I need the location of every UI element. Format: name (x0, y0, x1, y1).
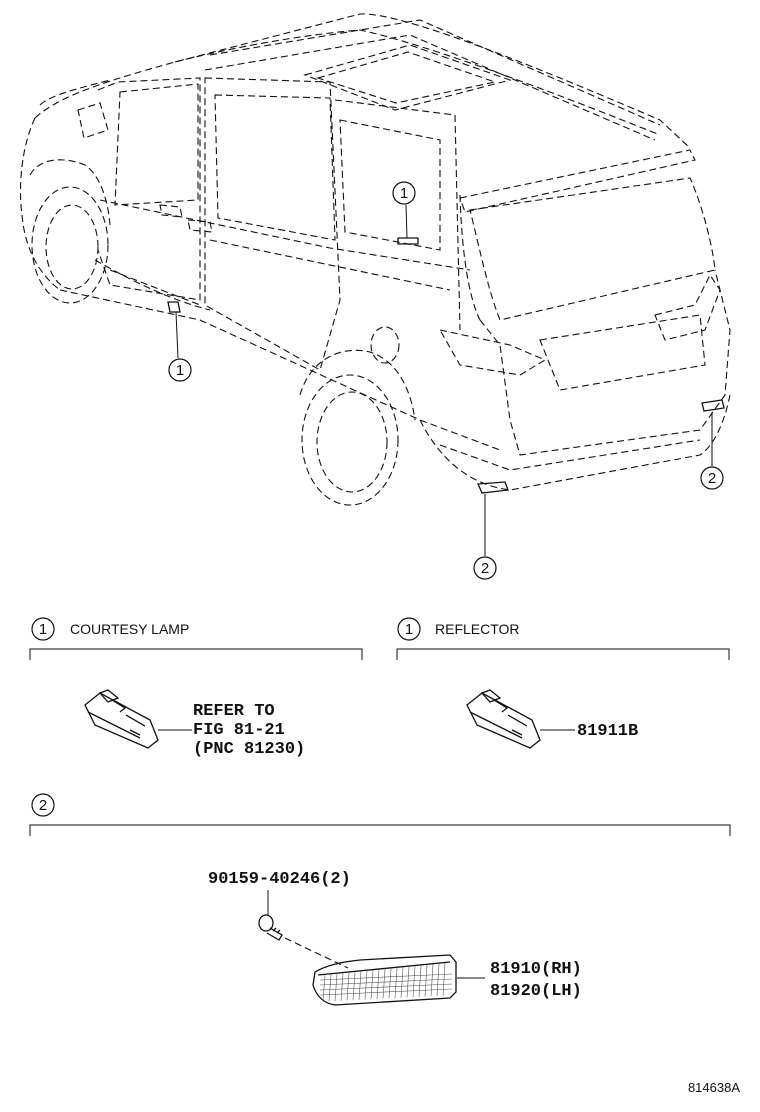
lens-hatch-line (346, 972, 350, 1001)
lens-hatch-line (319, 983, 453, 991)
reflector-lamp-drawing (466, 689, 541, 749)
section-number: 1 (405, 621, 413, 638)
lens-hatch-line (424, 965, 428, 997)
callout-courtesy-window: 1 (392, 181, 416, 205)
lens-hatch-line (388, 968, 392, 999)
svg-text:1: 1 (400, 185, 408, 202)
lens-hatch-line (418, 965, 422, 997)
lens-hatch-line (358, 971, 362, 1000)
section-number-circle (31, 793, 55, 817)
lens-hatch-line (376, 969, 380, 999)
figure-code: 814638A (688, 1080, 740, 1095)
lens-hatch-line (400, 967, 404, 998)
section-reflector: 1 REFLECTOR 81911B (396, 617, 730, 749)
section-number-circle (31, 617, 55, 641)
vehicle-illustration (19, 13, 731, 506)
lens-hatch-line (364, 971, 368, 1000)
lens-hatch-line (319, 978, 453, 986)
lens-hatch-line (328, 974, 332, 1002)
section-number-circle (397, 617, 421, 641)
lens-hatch-line (352, 972, 356, 1001)
section-bracket (29, 648, 363, 660)
callout-courtesy-left: 1 (168, 358, 192, 382)
lens-hatch-line (319, 988, 453, 996)
section-title: COURTESY LAMP (70, 621, 189, 637)
lens-hatch-line (370, 970, 374, 1000)
svg-text:2: 2 (481, 560, 489, 577)
leader-courtesy-left (175, 311, 179, 359)
lens-hatch-line (430, 964, 434, 997)
lens-hatch-line (382, 969, 386, 999)
lens-hatch-line (412, 966, 416, 998)
section-bracket (29, 824, 731, 836)
lens-hatch-line (322, 975, 326, 1002)
courtesy-ref-line1: REFER TO (193, 702, 275, 721)
side-reflector-drawing (312, 954, 457, 1006)
lens-hatch-line (406, 966, 410, 998)
part-number-reflector-lh: 81920(LH) (490, 982, 582, 1001)
part-number-reflector-lamp: 81911B (577, 722, 638, 741)
svg-text:1: 1 (176, 362, 184, 379)
courtesy-lamp-drawing (84, 689, 159, 749)
screw-drawing (258, 914, 283, 941)
part-number-reflector-rh: 81910(RH) (490, 960, 582, 979)
section-number: 1 (39, 621, 47, 638)
lens-hatch-line (340, 973, 344, 1001)
courtesy-ref-line3: (PNC 81230) (193, 740, 305, 759)
section-courtesy-lamp: 1 COURTESY LAMP REFER TO FIG 81-21 (PNC … (29, 617, 363, 759)
lens-hatch-line (394, 968, 398, 999)
section-number: 2 (39, 797, 47, 814)
lens-hatch-line (319, 973, 453, 981)
callout-reflector-right: 2 (700, 466, 724, 490)
lens-hatch-line (334, 974, 338, 1002)
part-number-screw: 90159-40246(2) (208, 870, 351, 889)
section-title: REFLECTOR (435, 621, 520, 637)
courtesy-ref-line2: FIG 81-21 (193, 721, 285, 740)
section-reflector-parts: 2 90159-40246(2) 81910(RH) 81920(LH) (29, 793, 731, 1006)
callout-reflector-bottom: 2 (473, 556, 497, 580)
section-bracket (396, 648, 730, 660)
svg-text:2: 2 (708, 470, 716, 487)
leader-courtesy-window (405, 204, 408, 239)
reflector-lens-pattern (319, 963, 453, 1002)
